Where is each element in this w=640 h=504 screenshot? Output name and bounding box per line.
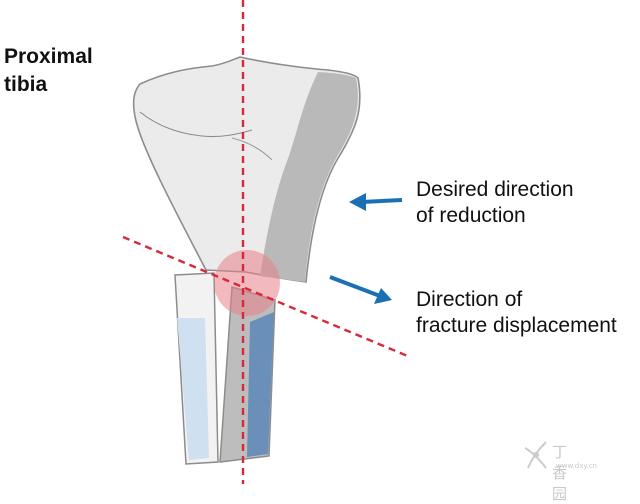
label-desired-direction-line-1: Desired direction — [416, 178, 574, 201]
watermark-url: www.dxy.cn — [556, 462, 597, 470]
marrow-dark — [247, 312, 274, 457]
plateau-contour-inner — [231, 137, 273, 161]
fracture-line — [122, 235, 411, 359]
label-desired-direction: Desired direction of reduction — [416, 177, 574, 229]
left-arrow-icon — [349, 193, 403, 211]
plateau-contour — [139, 111, 253, 138]
fracture-highlight — [214, 250, 280, 316]
figure-title: Proximal tibia — [4, 43, 93, 99]
tibia-illustration — [122, 0, 411, 484]
watermark-text: 丁香园 — [552, 443, 569, 503]
diagram-canvas: Proximal tibia Desired direction of — [4, 0, 617, 503]
down-right-arrow-icon — [329, 275, 392, 304]
marrow-light — [177, 318, 209, 460]
label-fracture-displacement-line-2: fracture displacement — [416, 314, 617, 337]
label-fracture-displacement-line-1: Direction of — [416, 288, 523, 311]
watermark-logo-icon — [524, 441, 547, 469]
title-line-1: Proximal — [4, 45, 93, 68]
title-line-2: tibia — [4, 73, 48, 96]
tibia-cortex-shadow — [260, 72, 358, 282]
label-fracture-displacement: Direction of fracture displacement — [416, 287, 617, 339]
label-desired-direction-line-2: of reduction — [416, 204, 526, 227]
